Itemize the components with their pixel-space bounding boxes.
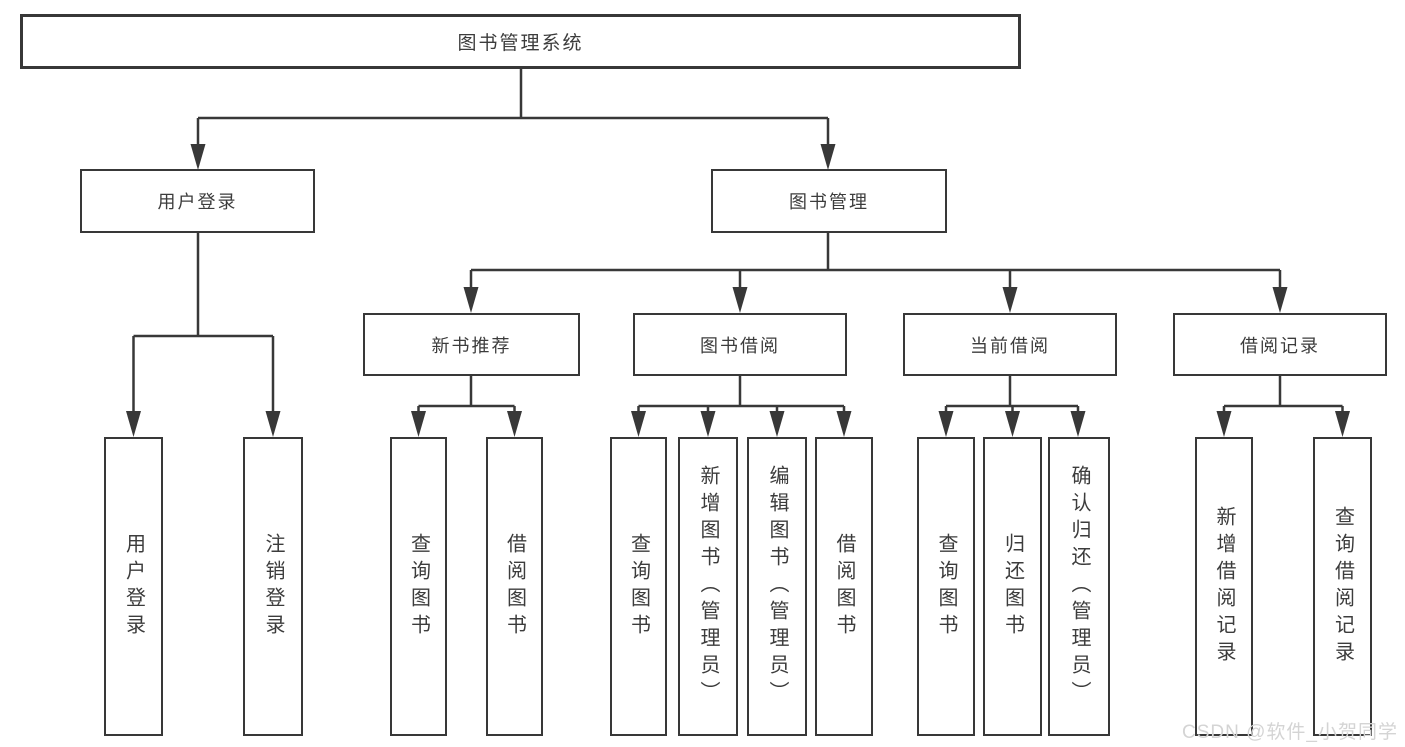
arrow-icon [463,287,479,313]
arrow-icon [938,411,954,437]
node-root: 图书管理系统 [20,14,1021,69]
arrow-icon [1335,411,1350,437]
connector-borrowing-records-to-leaves [1222,376,1344,414]
node-borrowing-records: 借阅记录 [1173,313,1387,376]
leaf-logout: 注销登录 [243,437,303,736]
arrow-icon [411,411,426,437]
arrow-icon [769,411,785,437]
leaf-edit-books-admin: 编辑图书（管理员） [747,437,807,736]
connector-root-to-level2 [196,69,830,148]
arrow-icon [732,287,748,313]
leaf-borrow-books-recommend: 借阅图书 [486,437,543,736]
arrow-icon [1070,411,1086,437]
leaf-query-books-borrowing: 查询图书 [610,437,667,736]
leaf-query-books-recommend: 查询图书 [390,437,447,736]
arrow-icon [700,411,716,437]
arrow-icon [1002,287,1018,313]
leaf-return-books: 归还图书 [983,437,1042,736]
connector-book-borrowing-to-leaves [637,376,846,414]
arrow-icon [126,411,141,437]
leaf-borrow-books: 借阅图书 [815,437,873,736]
connector-new-book-to-leaves [417,376,516,414]
arrow-icon [265,411,281,437]
leaf-add-books-admin: 新增图书（管理员） [678,437,738,736]
arrow-icon [1272,287,1288,313]
node-book-borrowing: 图书借阅 [633,313,847,376]
node-new-book-recommendation: 新书推荐 [363,313,580,376]
leaf-query-books-current: 查询图书 [917,437,975,736]
connector-user-login-to-leaves [132,233,275,414]
connector-book-management-to-level3 [469,233,1282,290]
node-current-borrowing: 当前借阅 [903,313,1117,376]
leaf-add-borrow-record: 新增借阅记录 [1195,437,1253,736]
arrow-icon [631,411,646,437]
watermark-text: CSDN @软件_小贺同学 [1182,722,1398,743]
arrow-icon [190,144,206,170]
arrow-icon [507,411,522,437]
leaf-user-login: 用户登录 [104,437,163,736]
arrow-icon [1005,411,1020,437]
arrowheads [126,144,1350,437]
leaf-query-borrow-record: 查询借阅记录 [1313,437,1372,736]
arrow-icon [820,144,836,170]
node-user-login: 用户登录 [80,169,315,233]
node-book-management: 图书管理 [711,169,947,233]
arrow-icon [836,411,852,437]
connector-current-borrowing-to-leaves [944,376,1080,414]
arrow-icon [1216,411,1232,437]
leaf-confirm-return-admin: 确认归还（管理员） [1048,437,1110,736]
